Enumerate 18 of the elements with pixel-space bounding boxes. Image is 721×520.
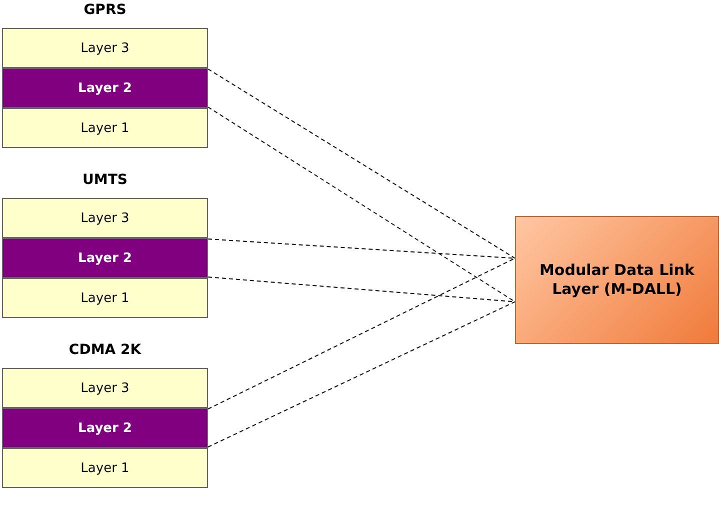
stack-title: CDMA 2K	[68, 342, 142, 358]
layer-box: Layer 3	[2, 198, 208, 238]
dashed-connector	[208, 258, 516, 410]
dashed-connector	[208, 68, 516, 259]
dashed-connector	[208, 238, 516, 259]
module-box: Modular Data Link Layer (M-DALL)	[515, 216, 719, 344]
layer-box: Layer 1	[2, 278, 208, 318]
layer-box: Layer 3	[2, 368, 208, 408]
layer-box: Layer 2	[2, 238, 208, 278]
stack-title: UMTS	[82, 172, 128, 188]
layer-box: Layer 1	[2, 448, 208, 488]
dashed-connector	[208, 301, 516, 448]
layer-box: Layer 2	[2, 408, 208, 448]
stack-title: GPRS	[82, 2, 128, 18]
layer-box: Layer 1	[2, 108, 208, 148]
layer-box: Layer 2	[2, 68, 208, 108]
layer-box: Layer 3	[2, 28, 208, 68]
dashed-connector	[208, 106, 516, 302]
